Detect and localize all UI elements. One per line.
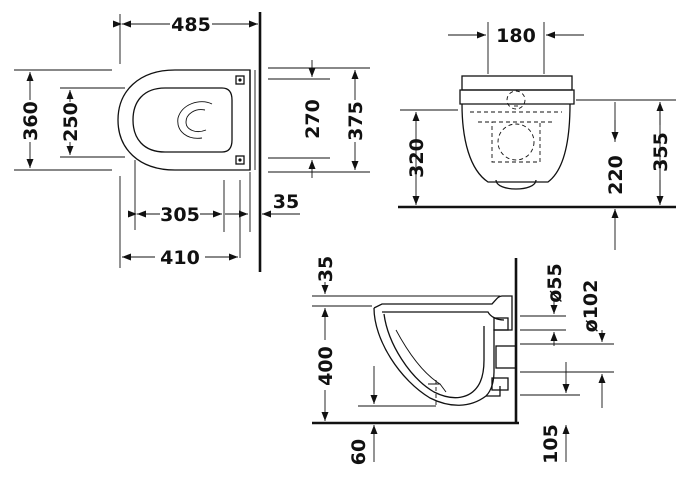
side-view-bowl (373, 307, 506, 406)
front-view: 180 320 220 355 (398, 22, 676, 250)
dim-485: 485 (171, 14, 211, 36)
dim-105: 105 (540, 424, 562, 464)
dim-dia102: ø102 (580, 280, 602, 333)
dim-375: 375 (345, 101, 367, 141)
dim-60: 60 (348, 439, 370, 465)
dim-355: 355 (650, 132, 672, 172)
dim-35-side: 35 (315, 256, 337, 282)
top-view: 485 360 250 270 375 35 (14, 12, 370, 272)
side-view: 35 400 60 ø55 ø102 105 (312, 256, 614, 465)
dim-270: 270 (302, 99, 324, 139)
dim-305: 305 (160, 204, 200, 226)
dim-320: 320 (406, 138, 428, 178)
fixing-hole-icon (235, 155, 245, 165)
dim-dia55: ø55 (544, 263, 566, 303)
top-view-bowl-opening (132, 87, 233, 153)
dim-250: 250 (60, 102, 82, 142)
dim-35-top: 35 (273, 191, 299, 213)
dim-400: 400 (315, 346, 337, 386)
dim-220: 220 (605, 155, 627, 195)
top-view-bowl-outline (117, 69, 251, 171)
dim-360: 360 (20, 101, 42, 141)
fixing-hole-icon (235, 75, 245, 85)
dim-180: 180 (496, 25, 536, 47)
front-view-bowl (461, 103, 571, 183)
dim-410: 410 (160, 247, 200, 269)
